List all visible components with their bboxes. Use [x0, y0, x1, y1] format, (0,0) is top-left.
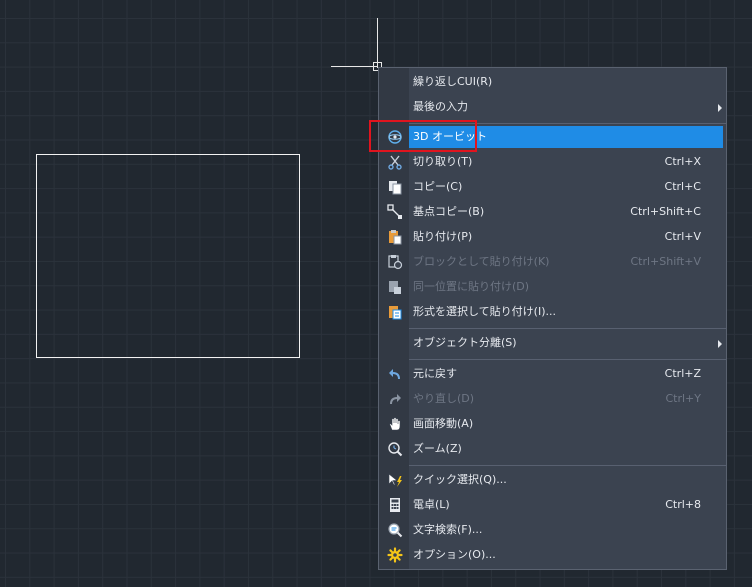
menu-separator [409, 359, 726, 360]
paste-original-icon [387, 279, 403, 295]
menu-item-shortcut: Ctrl+Z [664, 367, 701, 380]
menu-item-3d-orbit[interactable]: 3D オービット [379, 125, 726, 149]
scissors-icon [387, 154, 403, 170]
paste-block-icon [387, 254, 403, 270]
crosshair-horizontal [331, 66, 377, 67]
menu-item-paste-as-block[interactable]: ブロックとして貼り付け(K) Ctrl+Shift+V [379, 250, 726, 274]
annotation-highlight-box [369, 120, 477, 152]
menu-item-label: コピー(C) [413, 180, 463, 193]
rectangle-object[interactable] [36, 154, 300, 358]
menu-item-shortcut: Ctrl+V [664, 230, 701, 243]
orbit-icon [387, 129, 403, 145]
menu-item-label: 切り取り(T) [413, 155, 473, 168]
context-menu: 繰り返しCUI(R) 最後の入力 3D オービット 切り取り(T) Ctrl+X… [378, 67, 727, 570]
menu-item-copy-basepoint[interactable]: 基点コピー(B) Ctrl+Shift+C [379, 200, 726, 224]
menu-item-paste[interactable]: 貼り付け(P) Ctrl+V [379, 225, 726, 249]
menu-item-label: 同一位置に貼り付け(D) [413, 280, 530, 293]
menu-item-shortcut: Ctrl+8 [665, 498, 701, 511]
menu-separator [409, 123, 726, 124]
menu-item-shortcut: Ctrl+C [664, 180, 701, 193]
submenu-arrow-icon [718, 340, 722, 348]
zoom-icon [387, 441, 403, 457]
crosshair-vertical [377, 18, 378, 68]
submenu-arrow-icon [718, 104, 722, 112]
menu-item-label: 貼り付け(P) [413, 230, 473, 243]
gear-icon [387, 547, 403, 563]
menu-item-label: 最後の入力 [413, 100, 468, 113]
menu-item-pan[interactable]: 画面移動(A) [379, 412, 726, 436]
menu-separator [409, 328, 726, 329]
menu-item-label: クイック選択(Q)... [413, 473, 507, 486]
crosshair-pickbox [373, 62, 382, 71]
menu-item-options[interactable]: オプション(O)... [379, 543, 726, 567]
paste-icon [387, 229, 403, 245]
menu-item-quick-select[interactable]: クイック選択(Q)... [379, 468, 726, 492]
menu-item-repeat-cui[interactable]: 繰り返しCUI(R) [379, 70, 726, 94]
redo-icon [387, 391, 403, 407]
menu-item-shortcut: Ctrl+Shift+V [630, 255, 701, 268]
menu-separator [409, 465, 726, 466]
copy-icon [387, 179, 403, 195]
menu-item-redo[interactable]: やり直し(D) Ctrl+Y [379, 387, 726, 411]
find-text-icon [387, 522, 403, 538]
paste-special-icon [387, 304, 403, 320]
menu-item-label: 形式を選択して貼り付け(I)... [413, 305, 556, 318]
menu-item-recent-input[interactable]: 最後の入力 [379, 95, 726, 119]
menu-item-shortcut: Ctrl+Y [665, 392, 701, 405]
pan-hand-icon [387, 416, 403, 432]
menu-item-zoom[interactable]: ズーム(Z) [379, 437, 726, 461]
menu-item-label: 繰り返しCUI(R) [413, 75, 493, 88]
calculator-icon [387, 497, 403, 513]
menu-item-copy[interactable]: コピー(C) Ctrl+C [379, 175, 726, 199]
menu-item-label: 文字検索(F)... [413, 523, 483, 536]
menu-item-paste-special[interactable]: 形式を選択して貼り付け(I)... [379, 300, 726, 324]
menu-item-shortcut: Ctrl+X [664, 155, 701, 168]
menu-item-label: オブジェクト分離(S) [413, 336, 517, 349]
menu-item-paste-original-coords[interactable]: 同一位置に貼り付け(D) [379, 275, 726, 299]
menu-item-calculator[interactable]: 電卓(L) Ctrl+8 [379, 493, 726, 517]
menu-item-cut[interactable]: 切り取り(T) Ctrl+X [379, 150, 726, 174]
undo-icon [387, 366, 403, 382]
menu-item-label: 元に戻す [413, 367, 457, 380]
menu-item-object-isolation[interactable]: オブジェクト分離(S) [379, 331, 726, 355]
menu-item-find-text[interactable]: 文字検索(F)... [379, 518, 726, 542]
menu-item-label: 画面移動(A) [413, 417, 474, 430]
highlight-bar [409, 126, 723, 148]
menu-item-label: オプション(O)... [413, 548, 496, 561]
menu-item-shortcut: Ctrl+Shift+C [630, 205, 701, 218]
menu-item-label: 電卓(L) [413, 498, 450, 511]
menu-item-label: ブロックとして貼り付け(K) [413, 255, 550, 268]
menu-item-label: 3D オービット [413, 130, 487, 143]
menu-item-label: ズーム(Z) [413, 442, 462, 455]
menu-item-label: 基点コピー(B) [413, 205, 485, 218]
menu-item-label: やり直し(D) [413, 392, 475, 405]
menu-item-undo[interactable]: 元に戻す Ctrl+Z [379, 362, 726, 386]
quick-select-icon [387, 472, 403, 488]
copy-basepoint-icon [387, 204, 403, 220]
